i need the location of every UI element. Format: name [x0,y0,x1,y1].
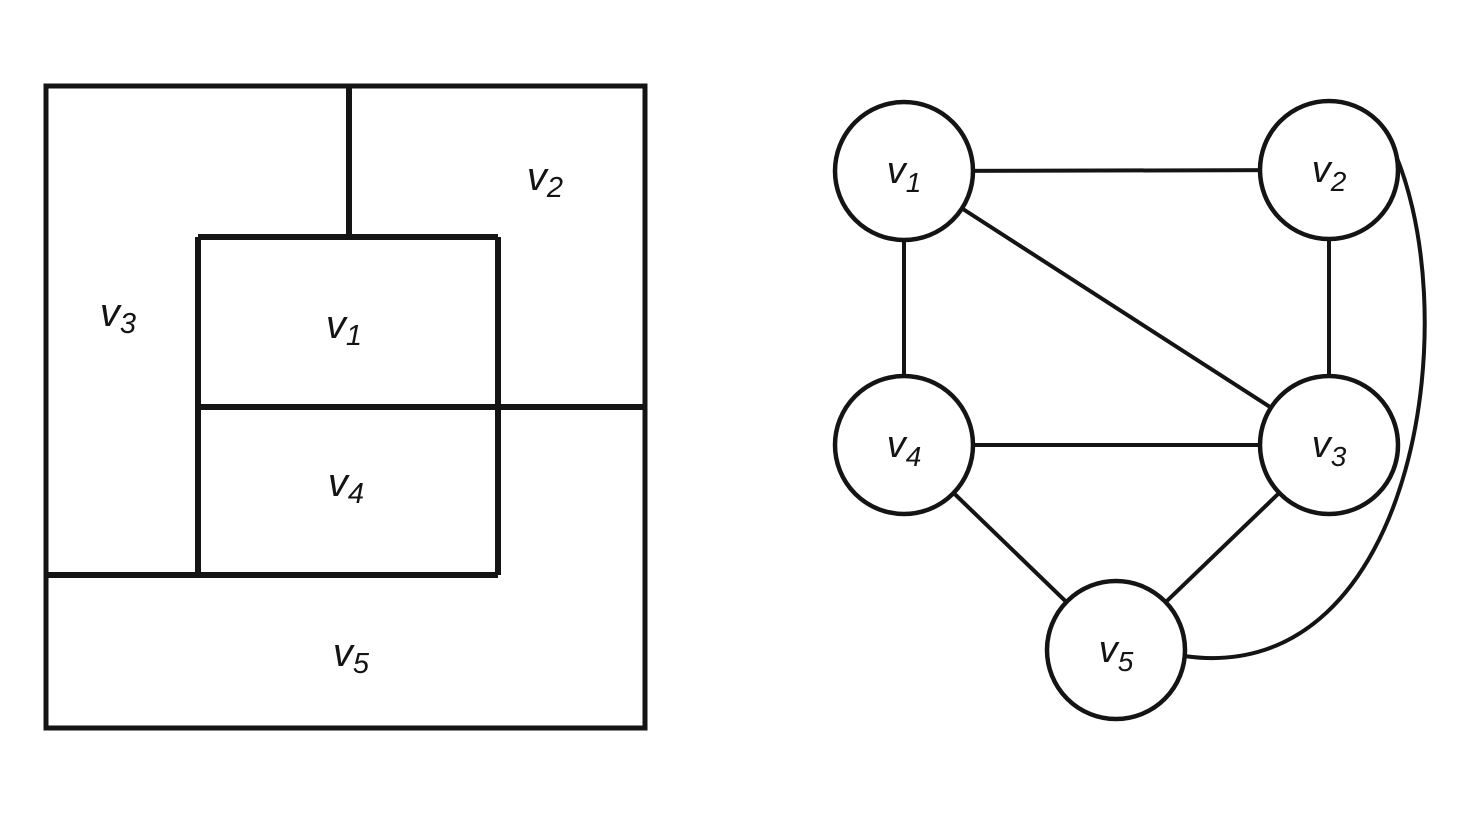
graph-panel: v1 v2 v3 v4 v5 [832,98,1427,722]
map-region-label-v1: v1 [326,303,362,352]
graph-node-label-v3: v3 [1312,424,1347,472]
graph-node-v1 [832,99,976,243]
graph-node-v3 [1257,373,1401,517]
graph-edge-v5-v2 [1183,137,1427,661]
map-panel: v1 v2 v3 v4 v5 [43,83,648,731]
map-region-label-v2: v2 [527,155,563,204]
graph-node-v4 [832,373,976,517]
graph-node-label-v4: v4 [887,424,922,472]
map-region-label-v4: v4 [328,461,364,510]
graph-node-label-v2: v2 [1312,149,1347,197]
map-region-label-v5: v5 [333,631,370,680]
graph-edge-v1-v3 [902,169,1331,447]
graph-node-label-v1: v1 [887,150,922,198]
graph-node-label-v5: v5 [1099,629,1134,677]
graph-node-v2 [1257,98,1401,242]
map-region-label-v3: v3 [100,291,136,340]
graph-node-v5 [1044,578,1188,722]
